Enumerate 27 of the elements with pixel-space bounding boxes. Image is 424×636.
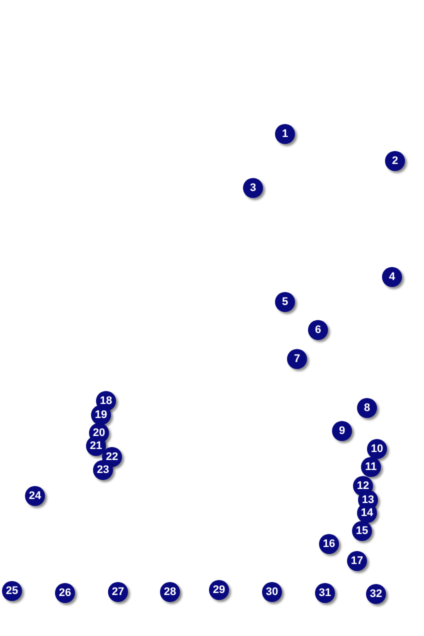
callout-number: 32 bbox=[366, 584, 386, 604]
callout-number: 10 bbox=[367, 439, 387, 459]
callout-number: 25 bbox=[2, 581, 22, 601]
callout-number: 23 bbox=[93, 460, 113, 480]
callout-number: 11 bbox=[361, 457, 381, 477]
callout-number: 24 bbox=[25, 486, 45, 506]
callout-number: 17 bbox=[347, 551, 367, 571]
callout-number: 8 bbox=[357, 398, 377, 418]
callout-number: 31 bbox=[315, 583, 335, 603]
callout-number: 15 bbox=[352, 521, 372, 541]
callout-number: 2 bbox=[385, 151, 405, 171]
callout-number: 16 bbox=[319, 534, 339, 554]
callout-number: 7 bbox=[287, 349, 307, 369]
callout-number: 14 bbox=[357, 503, 377, 523]
callout-number: 26 bbox=[55, 583, 75, 603]
callout-number: 28 bbox=[160, 582, 180, 602]
callout-number: 27 bbox=[108, 582, 128, 602]
callout-number: 9 bbox=[332, 421, 352, 441]
callout-number: 5 bbox=[275, 292, 295, 312]
callout-number: 21 bbox=[86, 436, 106, 456]
callout-number: 1 bbox=[275, 124, 295, 144]
callout-number: 3 bbox=[243, 178, 263, 198]
callout-number: 29 bbox=[209, 580, 229, 600]
callout-number: 19 bbox=[91, 405, 111, 425]
callout-number: 4 bbox=[382, 267, 402, 287]
callout-number: 30 bbox=[262, 582, 282, 602]
callout-number: 6 bbox=[308, 320, 328, 340]
